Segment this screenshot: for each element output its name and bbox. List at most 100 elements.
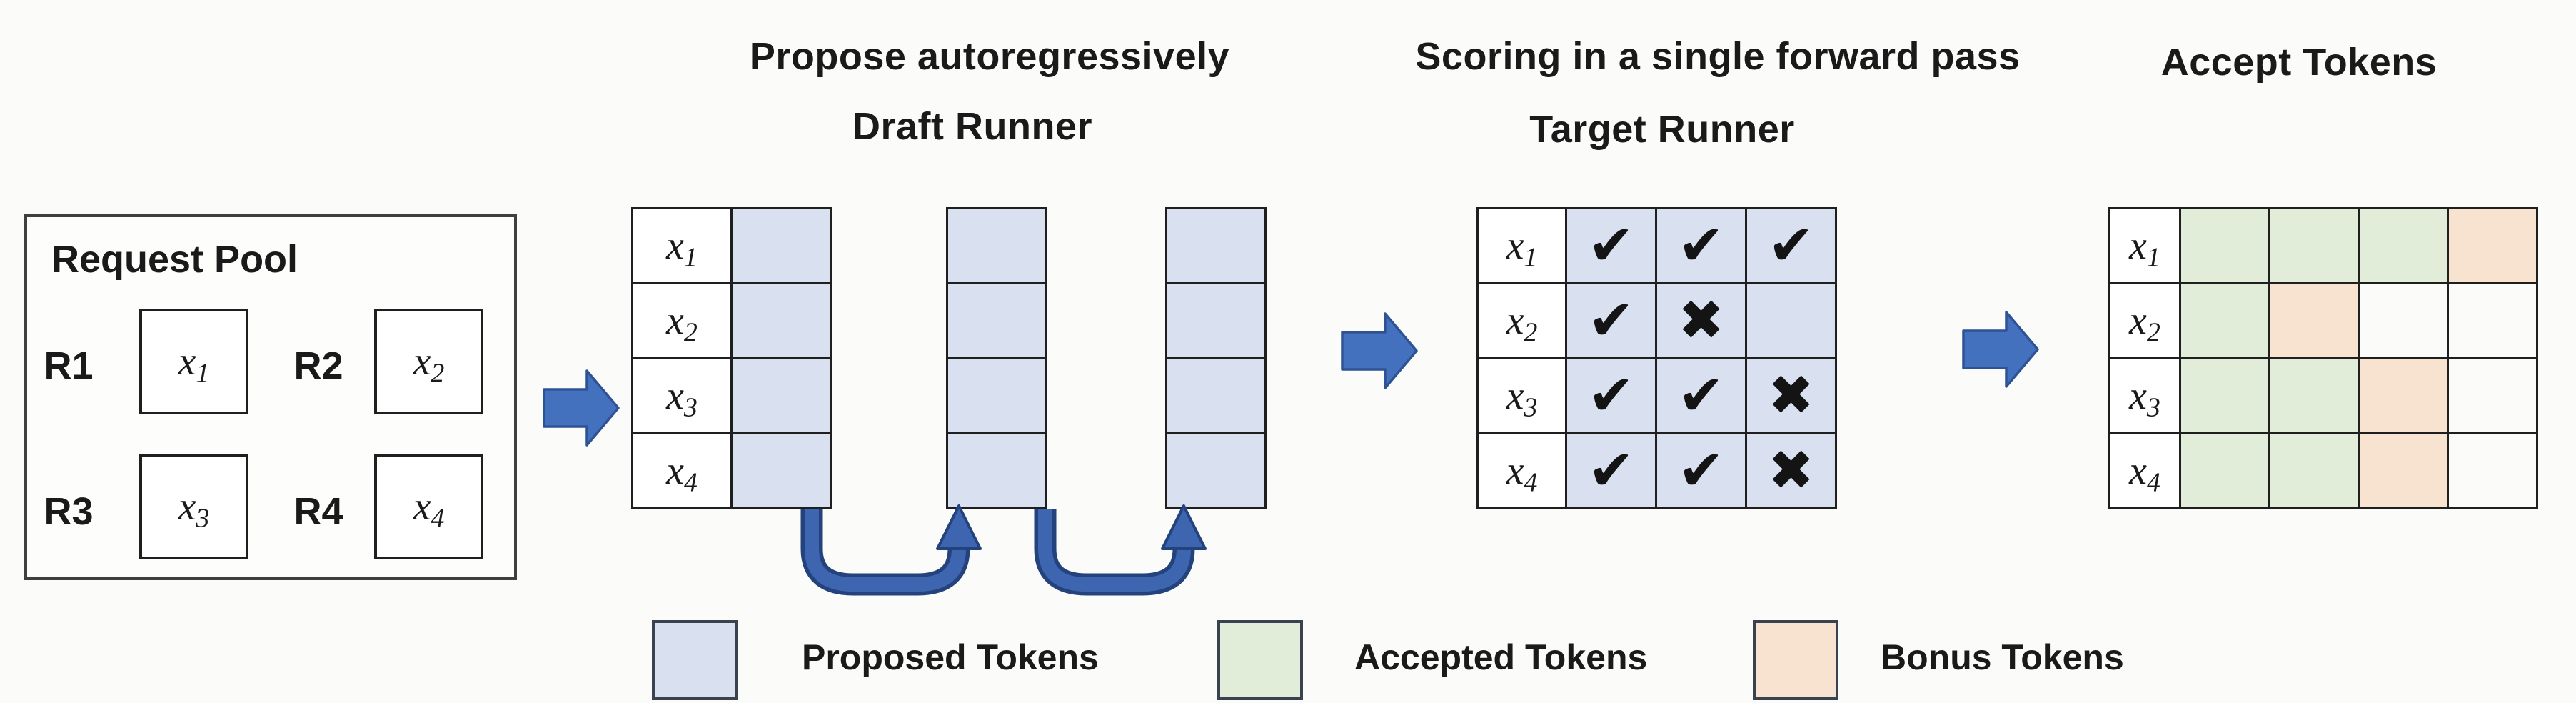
accepted-cell xyxy=(2268,207,2360,284)
bonus-cell xyxy=(2358,357,2449,434)
score-cell: ✔ xyxy=(1745,207,1837,284)
score-cell: ✔ xyxy=(1655,432,1747,509)
proposed-cell xyxy=(946,207,1047,284)
request-token-box: x2 xyxy=(374,309,483,414)
token-label: x4 xyxy=(2129,449,2160,498)
table-row: x3 xyxy=(2108,357,2538,434)
request-pool-title: Request Pool xyxy=(51,238,298,281)
score-cell: ✔ xyxy=(1565,432,1657,509)
table-row: x4 ✔ ✔ ✖ xyxy=(1476,432,1837,509)
table-row: x2 ✔ ✖ xyxy=(1476,282,1837,359)
draft-heading: Propose autoregressively xyxy=(749,35,1230,78)
legend-label: Bonus Tokens xyxy=(1881,637,2124,677)
flow-arrow-icon xyxy=(543,369,620,447)
proposed-cell xyxy=(946,282,1047,359)
token-label: x1 xyxy=(2129,224,2160,273)
draft-table: x1 x2 x3 x4 xyxy=(631,207,832,509)
table-row: x1 xyxy=(2108,207,2538,284)
proposed-cell xyxy=(1165,357,1267,434)
bonus-cell xyxy=(2358,432,2449,509)
token-label: x3 xyxy=(666,374,698,423)
table-row: x2 xyxy=(631,282,832,359)
request-pool-box: Request Pool R1 x1 R2 x2 R3 x3 R4 x4 xyxy=(24,214,517,580)
accepted-cell xyxy=(2179,207,2270,284)
accepted-cell xyxy=(2179,357,2270,434)
flow-arrow-icon xyxy=(1341,312,1418,389)
token-label: x1 xyxy=(178,339,210,389)
score-cell: ✔ xyxy=(1565,282,1657,359)
token-label: x1 xyxy=(666,224,698,273)
table-row: x4 xyxy=(631,432,832,509)
token-label: x4 xyxy=(1506,449,1538,498)
table-row: x3 ✔ ✔ ✖ xyxy=(1476,357,1837,434)
legend-label: Proposed Tokens xyxy=(802,637,1099,677)
token-label: x2 xyxy=(413,339,445,389)
table-row: x4 xyxy=(2108,432,2538,509)
request-token-box: x4 xyxy=(374,454,483,559)
table-row: x2 xyxy=(2108,282,2538,359)
loop-arrows xyxy=(800,504,1207,596)
draft-step-column xyxy=(1165,207,1267,509)
score-cell: ✔ xyxy=(1655,207,1747,284)
request-token-box: x3 xyxy=(139,454,248,559)
legend-swatch-accepted xyxy=(1217,620,1303,700)
legend-label: Accepted Tokens xyxy=(1354,637,1648,677)
table-row xyxy=(946,357,1047,434)
table-row xyxy=(946,207,1047,284)
table-row xyxy=(946,432,1047,509)
proposed-cell xyxy=(730,282,832,359)
proposed-cell xyxy=(946,432,1047,509)
flow-arrow-icon xyxy=(1962,311,2039,388)
token-label: x2 xyxy=(666,299,698,348)
request-token-box: x1 xyxy=(139,309,248,414)
table-row xyxy=(1165,432,1267,509)
accept-table: x1 x2 x3 x4 xyxy=(2108,207,2538,509)
target-heading: Scoring in a single forward pass xyxy=(1415,35,2021,78)
draft-subheading: Draft Runner xyxy=(852,105,1093,148)
loop-arrow-icon xyxy=(1034,504,1207,596)
target-table: x1 ✔ ✔ ✔ x2 ✔ ✖ x3 ✔ ✔ ✖ x4 ✔ ✔ ✖ xyxy=(1476,207,1837,509)
accepted-cell xyxy=(2358,207,2449,284)
score-cell: ✖ xyxy=(1655,282,1747,359)
accepted-cell xyxy=(2268,432,2360,509)
score-cell: ✔ xyxy=(1565,357,1657,434)
score-cell xyxy=(1745,282,1837,359)
token-label: x2 xyxy=(1506,299,1538,348)
token-label: x4 xyxy=(666,449,698,498)
request-id-label: R1 xyxy=(44,344,94,387)
proposed-cell xyxy=(730,207,832,284)
proposed-cell xyxy=(730,357,832,434)
proposed-cell xyxy=(946,357,1047,434)
score-cell: ✖ xyxy=(1745,357,1837,434)
request-id-label: R2 xyxy=(293,344,343,387)
table-row xyxy=(1165,357,1267,434)
proposed-cell xyxy=(1165,207,1267,284)
legend-swatch-bonus xyxy=(1753,620,1838,700)
table-row xyxy=(1165,282,1267,359)
legend-swatch-proposed xyxy=(652,620,738,700)
bonus-cell xyxy=(2268,282,2360,359)
score-cell: ✔ xyxy=(1655,357,1747,434)
table-row: x1 xyxy=(631,207,832,284)
draft-step-column xyxy=(946,207,1047,509)
proposed-cell xyxy=(730,432,832,509)
table-row: x1 ✔ ✔ ✔ xyxy=(1476,207,1837,284)
token-label: x3 xyxy=(2129,374,2160,423)
proposed-cell xyxy=(1165,282,1267,359)
token-label: x1 xyxy=(1506,224,1538,273)
request-id-label: R4 xyxy=(293,490,343,533)
token-label: x3 xyxy=(1506,374,1538,423)
accept-heading: Accept Tokens xyxy=(2160,41,2437,84)
score-cell: ✔ xyxy=(1565,207,1657,284)
loop-arrow-icon xyxy=(800,504,982,596)
table-row: x3 xyxy=(631,357,832,434)
token-label: x3 xyxy=(178,484,210,534)
token-label: x2 xyxy=(2129,299,2160,348)
proposed-cell xyxy=(1165,432,1267,509)
token-label: x4 xyxy=(413,484,445,534)
target-subheading: Target Runner xyxy=(1529,108,1795,151)
bonus-cell xyxy=(2447,207,2538,284)
score-cell: ✖ xyxy=(1745,432,1837,509)
request-id-label: R3 xyxy=(44,490,94,533)
